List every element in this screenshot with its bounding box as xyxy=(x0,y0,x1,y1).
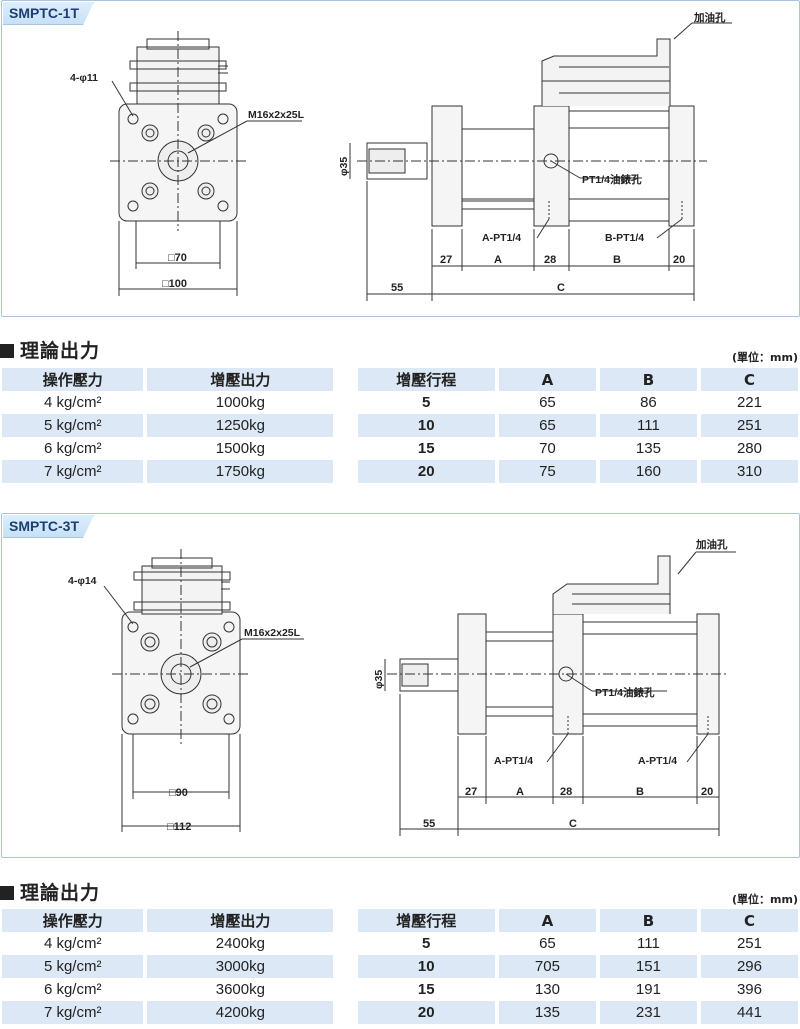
section-heading: 理論出力 xyxy=(0,878,100,905)
dim-c: C xyxy=(569,818,577,830)
sq-inner-label: □90 xyxy=(169,787,188,799)
thread-label: M16x2x25L xyxy=(248,109,305,121)
dim-55: 55 xyxy=(391,282,403,294)
dim-b: B xyxy=(613,254,621,266)
heading-square-icon xyxy=(0,886,14,900)
dim-55: 55 xyxy=(423,818,435,830)
table-header-row: 操作壓力 增壓出力 增壓行程 A B C xyxy=(2,368,798,391)
header-stroke: 增壓行程 xyxy=(357,368,495,391)
table-row: 7 kg/cm² 4200kg 20 135 231 441 xyxy=(2,1001,798,1024)
drawing-frame: SMPTC-3T xyxy=(1,513,800,858)
heading-square-icon xyxy=(0,344,14,358)
technical-drawing: 4-φ11 M16x2x25L □70 □100 加油孔 φ35 PT1/4油錶… xyxy=(70,11,732,301)
header-pressure: 操作壓力 xyxy=(2,909,144,932)
dim-20: 20 xyxy=(701,786,713,798)
rod-dia-label: φ35 xyxy=(373,670,385,689)
header-b: B xyxy=(599,368,697,391)
dim-28: 28 xyxy=(544,254,556,266)
sq-outer-label: □112 xyxy=(167,821,191,833)
table-row: 4 kg/cm² 1000kg 5 65 86 221 xyxy=(2,391,798,414)
port-a-label: A-PT1/4 xyxy=(494,755,533,767)
dim-b: B xyxy=(636,786,644,798)
sq-inner-label: □70 xyxy=(168,252,187,264)
header-force: 增壓出力 xyxy=(147,368,334,391)
header-force: 增壓出力 xyxy=(147,909,334,932)
drawing-frame: SMPTC-1T xyxy=(1,0,800,317)
holes-label: 4-φ11 xyxy=(70,72,98,84)
table-row: 6 kg/cm² 1500kg 15 70 135 280 xyxy=(2,437,798,460)
dim-a: A xyxy=(494,254,502,266)
unit-label: (單位：mm) xyxy=(732,351,798,364)
section-smptc-3t: SMPTC-3T xyxy=(0,513,800,1029)
port-pt-label: PT1/4油錶孔 xyxy=(595,686,655,699)
port-b-label: B-PT1/4 xyxy=(605,232,644,244)
header-stroke: 增壓行程 xyxy=(357,909,495,932)
dim-28: 28 xyxy=(560,786,572,798)
table-row: 6 kg/cm² 3600kg 15 130 191 396 xyxy=(2,978,798,1001)
port-pt-label: PT1/4油錶孔 xyxy=(582,173,642,186)
dim-c: C xyxy=(557,282,565,294)
header-c: C xyxy=(700,909,798,932)
table-row: 5 kg/cm² 3000kg 10 705 151 296 xyxy=(2,955,798,978)
technical-drawing: 4-φ14 M16x2x25L □90 □112 加油孔 φ35 PT1/4油錶… xyxy=(68,538,736,836)
unit-label: (單位：mm) xyxy=(732,893,798,906)
table-row: 5 kg/cm² 1250kg 10 65 111 251 xyxy=(2,414,798,437)
model-tag: SMPTC-3T xyxy=(3,515,94,538)
header-a: A xyxy=(498,909,596,932)
oil-hole-label: 加油孔 xyxy=(695,538,728,551)
holes-label: 4-φ14 xyxy=(68,575,97,587)
dim-27: 27 xyxy=(440,254,452,266)
header-pressure: 操作壓力 xyxy=(2,368,144,391)
port-a-label: A-PT1/4 xyxy=(482,232,521,244)
section-heading: 理論出力 xyxy=(0,336,100,363)
oil-hole-label: 加油孔 xyxy=(693,11,726,24)
section-smptc-1t: SMPTC-1T xyxy=(0,0,800,490)
spec-table: 操作壓力 增壓出力 增壓行程 A B C 4 kg/cm² 1000kg 5 6… xyxy=(2,368,798,483)
header-c: C xyxy=(700,368,798,391)
table-header-row: 操作壓力 增壓出力 增壓行程 A B C xyxy=(2,909,798,932)
spec-table: 操作壓力 增壓出力 增壓行程 A B C 4 kg/cm² 2400kg 5 6… xyxy=(2,909,798,1024)
dim-20: 20 xyxy=(673,254,685,266)
dim-27: 27 xyxy=(465,786,477,798)
table-row: 4 kg/cm² 2400kg 5 65 111 251 xyxy=(2,932,798,955)
thread-label: M16x2x25L xyxy=(244,627,301,639)
rod-dia-label: φ35 xyxy=(338,157,350,176)
table-row: 7 kg/cm² 1750kg 20 75 160 310 xyxy=(2,460,798,483)
header-b: B xyxy=(599,909,697,932)
dim-a: A xyxy=(516,786,524,798)
model-tag: SMPTC-1T xyxy=(3,2,94,25)
header-a: A xyxy=(498,368,596,391)
port-b-label: A-PT1/4 xyxy=(638,755,677,767)
sq-outer-label: □100 xyxy=(162,278,187,290)
